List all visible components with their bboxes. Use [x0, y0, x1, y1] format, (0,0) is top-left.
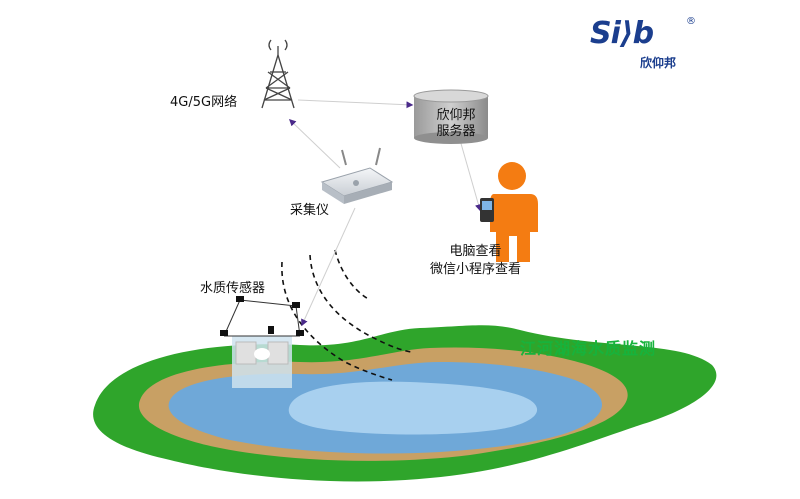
- registered-mark: ®: [686, 16, 696, 27]
- sensor-label: 水质传感器: [200, 281, 266, 296]
- connection-lines: [288, 99, 482, 327]
- sensor-platform: [220, 296, 304, 388]
- logo-brand: Si⟩b: [590, 16, 654, 51]
- view-label-line2: 微信小程序查看: [430, 262, 522, 277]
- person-icon: [480, 162, 538, 262]
- network-label: 4G/5G网络: [170, 95, 238, 110]
- server-icon: [413, 89, 489, 144]
- view-label-line1: 电脑查看: [449, 244, 502, 259]
- server-label-line1: 欣仰邦: [436, 108, 476, 123]
- router-icon: [320, 147, 394, 204]
- viewing-label: 电脑查看 微信小程序查看: [430, 243, 521, 279]
- server-label-line2: 服务器: [436, 124, 476, 139]
- water-inner: [288, 381, 538, 435]
- signal-arcs: [281, 249, 413, 381]
- company-logo: Si⟩b ® 欣仰邦: [590, 16, 700, 76]
- cell-tower-icon: [261, 39, 295, 109]
- logo-company-name: 欣仰邦: [640, 56, 677, 70]
- scene-title: 江河湖海水质监测: [520, 339, 657, 358]
- collector-label: 采集仪: [290, 203, 330, 218]
- server-label: 欣仰邦 服务器: [426, 108, 486, 140]
